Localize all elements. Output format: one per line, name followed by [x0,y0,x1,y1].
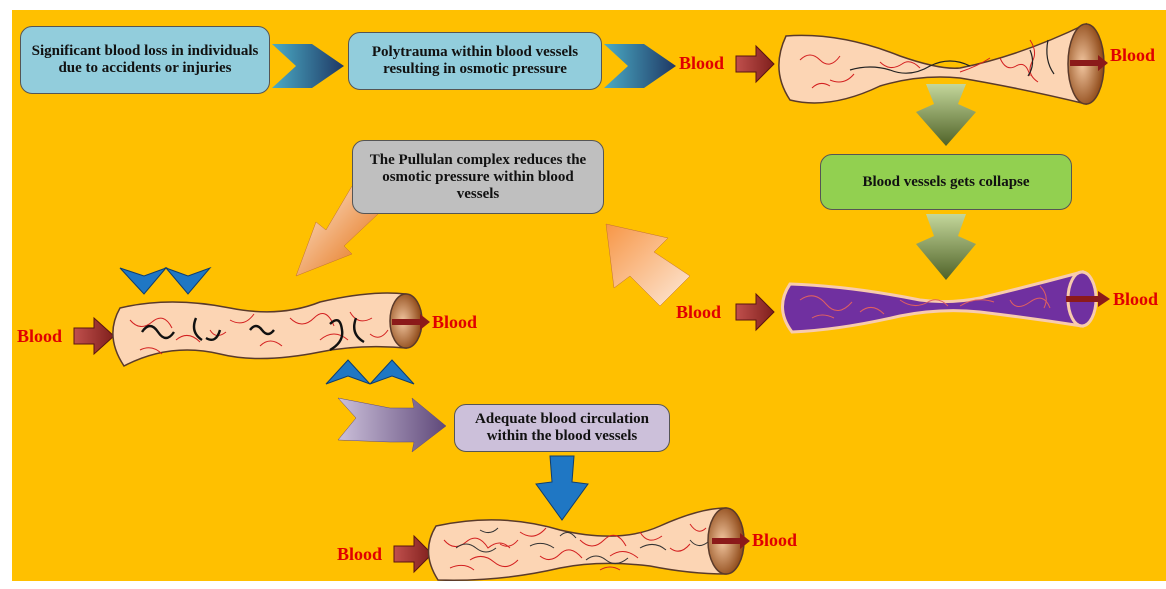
flow-arrow-2 [604,44,676,88]
box-polytrauma: Polytrauma within blood vessels resultin… [348,32,602,90]
orange-arrow-to-pullulan [606,224,690,306]
chevron-up-1 [326,360,370,384]
label-blood-in-bottom: Blood [337,544,382,565]
flow-arrow-1 [272,44,344,88]
green-down-arrow-2 [916,214,976,280]
box-blood-loss: Significant blood loss in individuals du… [20,26,270,94]
box-collapse-text: Blood vessels gets collapse [862,174,1029,191]
chevron-down-2 [166,268,210,294]
box-circulation-text: Adequate blood circulation within the bl… [463,411,661,445]
box-pullulan-text: The Pullulan complex reduces the osmotic… [361,152,595,203]
vessel-treated [113,293,422,366]
lavender-arrow [338,398,446,452]
label-blood-out-treated: Blood [432,312,477,333]
label-blood-out-bottom: Blood [752,530,797,551]
label-blood-out-top: Blood [1110,45,1155,66]
green-down-arrow-1 [916,84,976,146]
label-blood-out-collapsed: Blood [1113,289,1158,310]
label-blood-in-top: Blood [679,53,724,74]
chevron-up-2 [370,360,414,384]
blood-inflow-arrow-collapsed [736,294,774,330]
blue-down-arrow [536,456,588,520]
vessel-collapsed [782,272,1096,332]
box-collapse: Blood vessels gets collapse [820,154,1072,210]
chevron-down-1 [120,268,166,294]
box-pullulan: The Pullulan complex reduces the osmotic… [352,140,604,214]
vessel-bottom [428,508,744,580]
label-blood-in-collapsed: Blood [676,302,721,323]
box-blood-loss-text: Significant blood loss in individuals du… [29,43,261,77]
box-circulation: Adequate blood circulation within the bl… [454,404,670,452]
blood-inflow-arrow-top [736,46,774,82]
blood-inflow-arrow-bottom [394,536,432,572]
box-polytrauma-text: Polytrauma within blood vessels resultin… [357,44,593,78]
label-blood-in-treated: Blood [17,326,62,347]
blood-inflow-arrow-treated [74,318,114,354]
